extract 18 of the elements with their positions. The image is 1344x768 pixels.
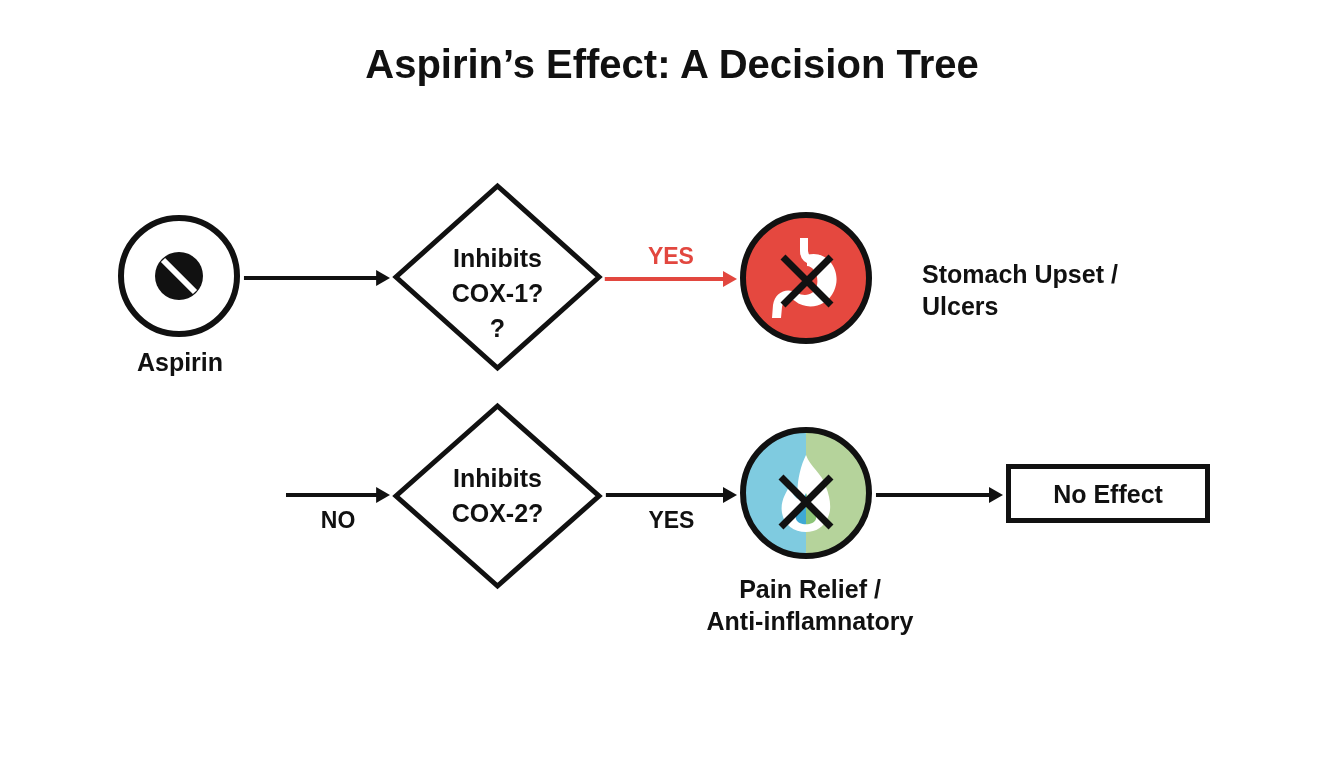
node-caption: Aspirin — [135, 347, 225, 378]
arrow — [875, 487, 1003, 503]
decision-diamond — [392, 402, 603, 590]
question-text: Inhibits COX-2? — [450, 463, 545, 529]
outcome-circle — [740, 212, 872, 344]
diagram-title: Aspirin’s Effect: A Decision Tree — [364, 41, 980, 88]
result-text: No Effect — [1052, 478, 1164, 509]
arrow — [605, 487, 738, 503]
decision-diamond — [392, 182, 603, 372]
arrow — [243, 270, 391, 286]
outcome-circle — [740, 427, 872, 559]
node-caption: Pain Relief / Anti-inflamnatory — [705, 574, 915, 637]
question-text: Inhibits COX-1? ? — [450, 242, 545, 344]
arrow — [286, 487, 391, 503]
start-circle — [118, 215, 240, 337]
node-caption: Stomach Upset / Ulcers — [922, 259, 1119, 322]
result-box — [1006, 464, 1210, 523]
arrow — [604, 271, 737, 287]
